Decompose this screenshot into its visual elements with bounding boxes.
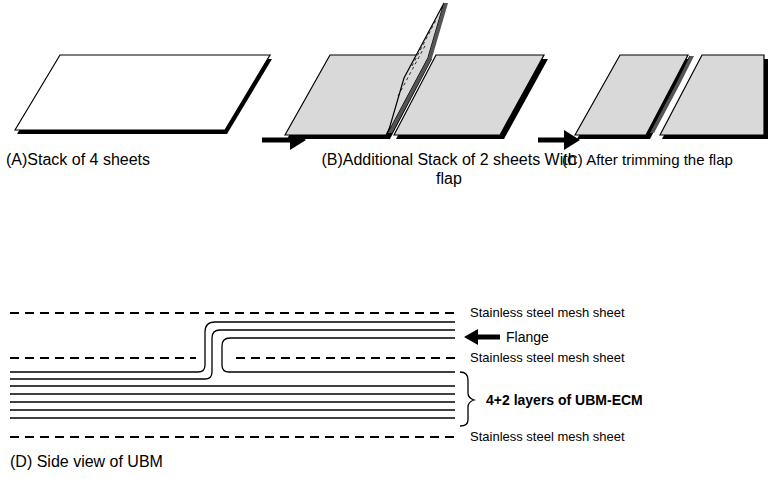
side-view [10, 313, 500, 437]
mesh-sheet [10, 312, 455, 314]
step-caption: (A)Stack of 4 sheets [6, 150, 150, 169]
mesh-label: Stainless steel mesh sheet [470, 305, 625, 321]
layers-label: 4+2 layers of UBM-ECM [486, 392, 643, 409]
mesh-sheet [10, 436, 455, 438]
sheet-stack-c [575, 55, 768, 139]
layer-bracket [460, 372, 474, 426]
flange-arrow [476, 335, 500, 340]
mesh-sheet [10, 357, 196, 359]
process-arrow [538, 130, 580, 150]
sheet-stack-a [15, 55, 272, 134]
sheet-stack-b [285, 3, 548, 139]
mesh-label: Stainless steel mesh sheet [470, 350, 625, 366]
view-caption: (D) Side view of UBM [10, 452, 163, 471]
flange-label: Flange [506, 329, 549, 346]
step-caption: (C) After trimming the flap [562, 151, 733, 169]
ecm-layers [10, 322, 455, 418]
flange-arrowhead [464, 329, 478, 345]
mesh-sheet [236, 357, 455, 359]
step-caption: (B)Additional Stack of 2 sheets With fla… [318, 150, 580, 188]
mesh-label: Stainless steel mesh sheet [470, 429, 625, 445]
